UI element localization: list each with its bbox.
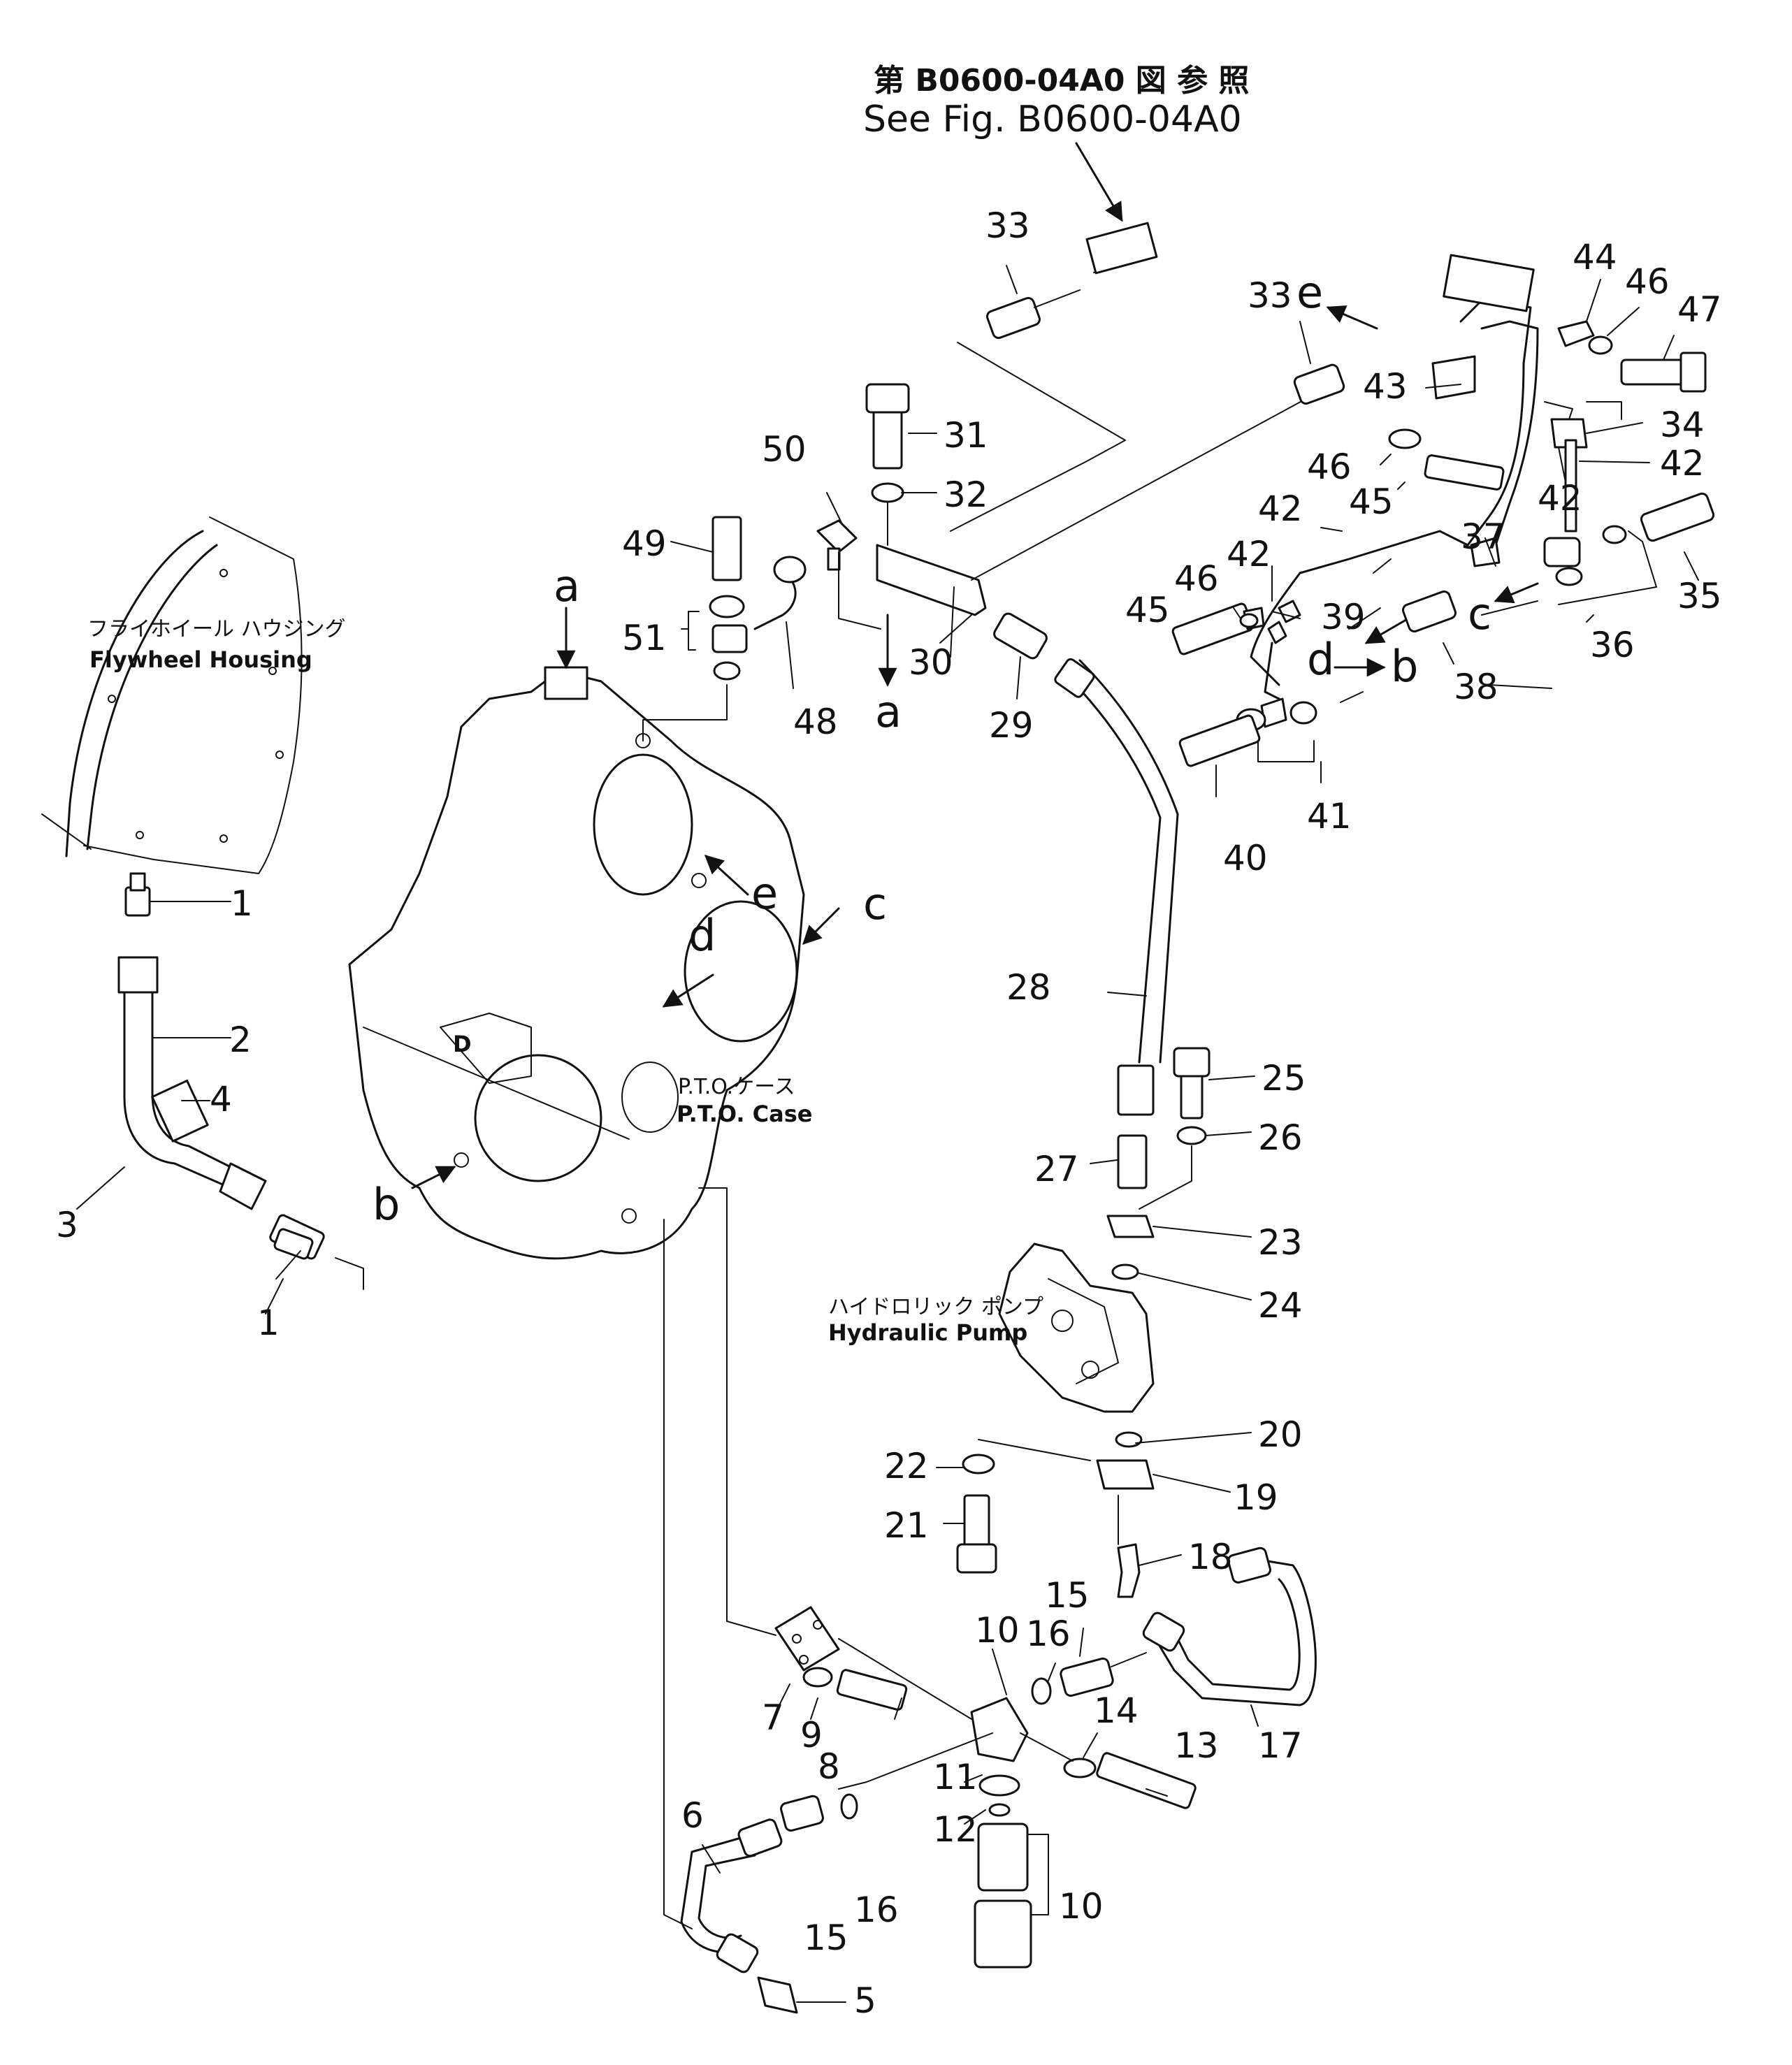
pto-label-en: P.T.O. Case xyxy=(677,1101,812,1127)
arrow-label-b-right: b xyxy=(1391,641,1418,692)
part-number-42-d: 42 xyxy=(1660,443,1705,484)
right-upper-parts xyxy=(1171,254,1715,767)
part-number-51: 51 xyxy=(622,618,667,658)
arrow-label-d-right: d xyxy=(1307,634,1334,685)
part-number-6: 6 xyxy=(681,1795,704,1836)
flywheel-label-en: Flywheel Housing xyxy=(89,646,312,673)
part-number-45-lower: 45 xyxy=(1125,590,1170,630)
part-number-25: 25 xyxy=(1262,1058,1306,1099)
arrow-label-e-case: e xyxy=(751,868,778,919)
part-number-33-left: 33 xyxy=(985,205,1030,246)
part-number-38: 38 xyxy=(1454,667,1498,707)
part-number-13: 13 xyxy=(1174,1725,1219,1766)
part-number-15-bottom: 15 xyxy=(804,1918,848,1958)
part-number-32: 32 xyxy=(944,474,988,515)
pump-label-en: Hydraulic Pump xyxy=(828,1319,1027,1346)
part-number-50: 50 xyxy=(762,429,807,470)
reference-jp: 第 B0600-04A0 図 参 照 xyxy=(874,63,1249,99)
part-number-48: 48 xyxy=(793,702,838,742)
part-number-39: 39 xyxy=(1321,597,1366,637)
part-number-16-bottom: 16 xyxy=(854,1890,899,1930)
part-number-28: 28 xyxy=(1006,967,1051,1008)
reference-arrows: a a e c d b e c d b xyxy=(373,267,1539,1230)
part-number-42-c: 42 xyxy=(1538,478,1582,519)
arrow-label-a-top: a xyxy=(554,560,580,611)
part-number-9: 9 xyxy=(800,1715,823,1755)
part-number-41: 41 xyxy=(1307,796,1352,836)
figure-reference: 第 B0600-04A0 図 参 照 See Fig. B0600-04A0 xyxy=(863,63,1249,222)
part-number-29: 29 xyxy=(989,705,1034,746)
part-number-45-upper: 45 xyxy=(1349,481,1394,522)
part-number-35: 35 xyxy=(1677,576,1722,616)
part-number-49: 49 xyxy=(622,523,667,564)
part-number-42-b: 42 xyxy=(1227,534,1271,574)
arrow-label-a-lower: a xyxy=(875,686,902,737)
part-number-10-bottom: 10 xyxy=(1059,1886,1104,1927)
part-number-27: 27 xyxy=(1034,1149,1079,1189)
part-number-4: 4 xyxy=(210,1079,232,1120)
part-number-31: 31 xyxy=(944,415,988,456)
lower-filter-group xyxy=(663,1187,1317,2014)
part-number-24: 24 xyxy=(1258,1285,1303,1326)
arrow-label-b-case: b xyxy=(373,1179,400,1230)
part-number-40: 40 xyxy=(1223,838,1268,878)
part-number-1-top: 1 xyxy=(231,883,253,924)
pump-label-jp: ハイドロリック ポンプ xyxy=(828,1295,1043,1319)
part-number-10-top: 10 xyxy=(975,1610,1020,1651)
part-number-37: 37 xyxy=(1461,516,1505,557)
part-number-46-right: 46 xyxy=(1625,261,1670,302)
flywheel-label-jp: フライホイール ハウジング xyxy=(87,617,346,642)
arrow-label-d-case: d xyxy=(688,910,716,961)
part-number-42-a: 42 xyxy=(1258,488,1303,529)
part-number-1-bottom: 1 xyxy=(257,1303,280,1343)
part-number-11: 11 xyxy=(933,1757,978,1797)
part-number-43: 43 xyxy=(1363,366,1408,407)
part-number-2: 2 xyxy=(229,1020,252,1060)
leader-lines xyxy=(76,265,1699,2003)
hydraulic-pump-group: ハイドロリック ポンプ Hydraulic Pump xyxy=(828,1047,1211,1574)
part-number-14: 14 xyxy=(1094,1690,1139,1731)
flywheel-housing: フライホイール ハウジング Flywheel Housing xyxy=(41,516,346,874)
part-number-labels: 1 1 2 3 4 5 6 7 8 9 10 10 11 12 13 14 15… xyxy=(56,205,1722,2021)
svg-text:D: D xyxy=(453,1031,472,1057)
part-number-20: 20 xyxy=(1258,1414,1303,1455)
pto-case: D P.T.O.ケース P.T.O. Case xyxy=(348,666,812,1260)
part-number-17: 17 xyxy=(1258,1725,1303,1766)
arrow-label-c-case: c xyxy=(863,878,887,929)
part-number-44: 44 xyxy=(1573,237,1617,277)
part-number-36: 36 xyxy=(1590,625,1635,665)
reference-en: See Fig. B0600-04A0 xyxy=(863,99,1242,140)
part-number-47: 47 xyxy=(1677,289,1722,330)
part-number-34: 34 xyxy=(1660,405,1705,445)
arrow-label-e-right: e xyxy=(1296,267,1323,318)
part-number-26: 26 xyxy=(1258,1117,1303,1158)
part-number-19: 19 xyxy=(1234,1477,1278,1518)
part-number-21: 21 xyxy=(884,1505,929,1546)
part-number-23: 23 xyxy=(1258,1222,1303,1263)
left-hose-assembly xyxy=(117,872,364,1290)
part-number-16-top: 16 xyxy=(1026,1614,1071,1654)
part-number-8: 8 xyxy=(818,1746,840,1787)
part-number-12: 12 xyxy=(933,1809,978,1850)
part-number-15-top: 15 xyxy=(1045,1575,1090,1616)
part-number-30: 30 xyxy=(909,642,953,683)
top-center-parts xyxy=(642,222,1345,1189)
part-number-5: 5 xyxy=(854,1980,876,2021)
part-number-18: 18 xyxy=(1188,1537,1233,1577)
part-number-3: 3 xyxy=(56,1205,78,1245)
part-number-22: 22 xyxy=(884,1446,929,1486)
part-number-33-right: 33 xyxy=(1248,275,1292,316)
arrow-label-c-right: c xyxy=(1468,588,1491,639)
part-number-46-center: 46 xyxy=(1307,447,1352,487)
reference-arrow xyxy=(1075,142,1123,222)
part-number-7: 7 xyxy=(762,1697,784,1738)
pto-label-jp: P.T.O.ケース xyxy=(678,1075,795,1099)
part-number-46-left: 46 xyxy=(1174,558,1219,599)
